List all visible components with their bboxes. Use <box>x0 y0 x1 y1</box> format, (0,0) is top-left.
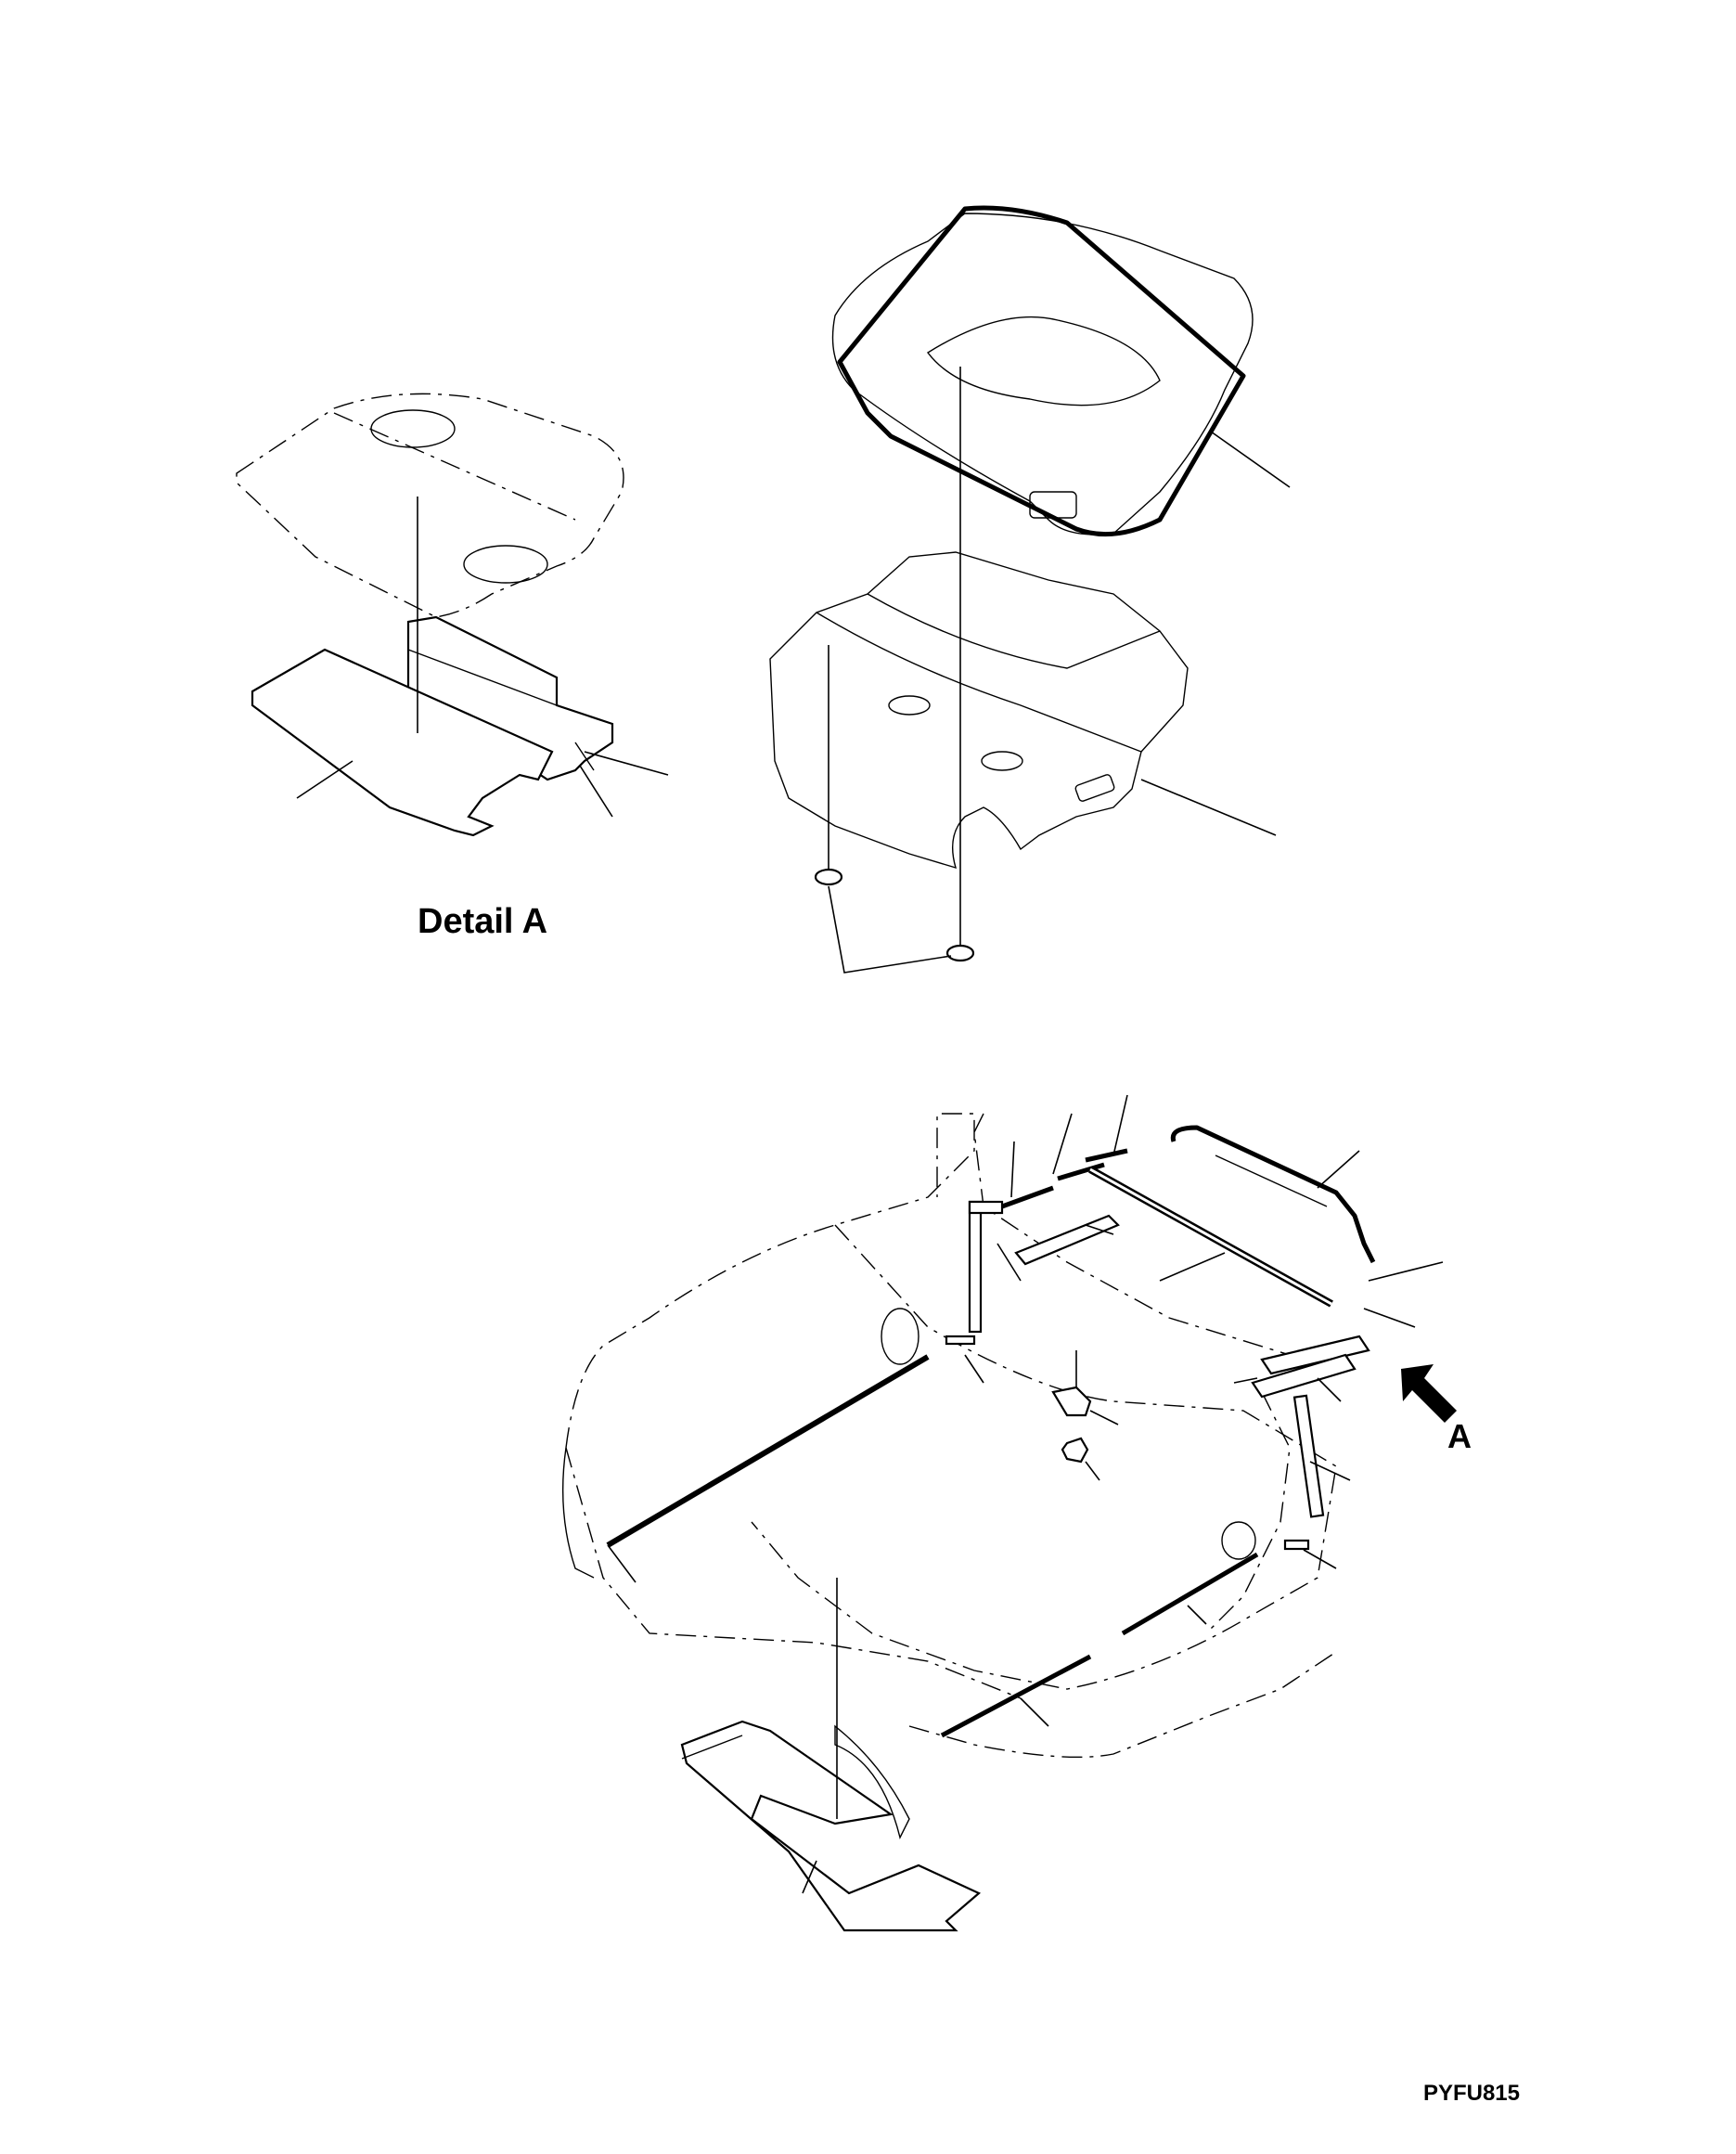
detail-a-title: Detail A <box>418 902 547 941</box>
trunk-latch-pocket <box>1029 491 1077 519</box>
trunk-floor-recess <box>926 316 1161 406</box>
body-frame-speaker-hole <box>881 1308 919 1365</box>
leader-lower-right-strip <box>1187 1605 1207 1625</box>
leader-long-rear-rail <box>1159 1252 1226 1282</box>
lower-right-strip <box>1121 1552 1259 1636</box>
body-frame-rear-rail <box>973 1113 1291 1356</box>
lower-floor-mat-edge <box>681 1735 743 1760</box>
detail-a-floor-hole-lower <box>463 545 548 584</box>
leader-top-strip-3 <box>1112 1094 1128 1156</box>
top-strip-2 <box>1057 1162 1105 1181</box>
top-strip-3 <box>1085 1148 1128 1163</box>
rear-panel-bolt-hole-left <box>888 695 931 716</box>
leader-right-pad <box>1317 1377 1342 1402</box>
detail-a-group: Detail A <box>236 393 669 941</box>
detail-a-floor-hole-upper <box>370 409 456 448</box>
grommet-left <box>814 868 843 886</box>
mid-short-bar <box>1014 1214 1120 1266</box>
upper-assembly-group <box>769 205 1291 974</box>
right-top-pad <box>1260 1335 1370 1375</box>
leader-lower-front-strip <box>1020 1697 1049 1727</box>
long-diagonal-strip <box>606 1354 930 1548</box>
rear-panel-ridge <box>816 612 1142 753</box>
detail-a-leader-mat <box>296 760 354 799</box>
leader-right-upper-pad <box>1233 1377 1258 1384</box>
vertical-post-left-top <box>968 1200 1004 1215</box>
center-clip <box>1051 1386 1092 1417</box>
rear-panel-ridge-2 <box>867 593 1161 669</box>
leader-top-strip-2 <box>1052 1113 1073 1175</box>
leader-post-right-foot <box>1303 1549 1337 1569</box>
detail-a-floor-rib <box>333 412 576 521</box>
figure-code: PYFU815 <box>1423 2081 1520 2106</box>
detail-a-step-edge-2 <box>574 742 595 771</box>
detail-a-leader-insulator-1 <box>584 751 669 776</box>
long-rear-rail-inner <box>1089 1167 1332 1306</box>
leader-weatherstrip <box>1210 431 1291 488</box>
rear-panel-bolt-hole-center <box>981 751 1023 771</box>
lower-front-strip <box>940 1654 1092 1738</box>
leader-post-left-foot <box>964 1354 984 1384</box>
right-upper-pad <box>1251 1353 1357 1399</box>
view-direction-letter: A <box>1447 1417 1472 1455</box>
leader-lower-mat <box>802 1860 817 1894</box>
rear-panel-tab <box>1074 774 1115 802</box>
detail-a-step-edge <box>407 649 558 706</box>
post-left-foot <box>945 1335 976 1346</box>
detail-a-leader-insulator-2 <box>579 765 613 818</box>
body-frame-left-wheelarch <box>561 1447 595 1579</box>
leader-u-trunk-seal-end <box>1368 1261 1444 1282</box>
detail-a-floor-outline <box>236 393 624 618</box>
body-frame-outline <box>565 1113 975 1449</box>
view-direction-arrow <box>1401 1364 1457 1423</box>
leader-u-trunk-seal <box>1317 1150 1360 1189</box>
vertical-post-right <box>1292 1394 1325 1518</box>
top-strip-1 <box>1001 1185 1054 1209</box>
body-frame-left-rail <box>565 1447 1022 1699</box>
leader-rear-rail-end <box>1363 1308 1416 1328</box>
body-frame-lower-edge <box>908 1651 1337 1759</box>
body-frame-right-pillar <box>1205 1391 1291 1634</box>
rear-panel-body <box>769 551 1189 870</box>
grommet-right <box>945 944 975 962</box>
trunk-floor-shell <box>831 213 1254 535</box>
leader-top-strip-1 <box>1010 1141 1015 1198</box>
u-trunk-seal-strip <box>1215 1154 1328 1207</box>
detail-a-floor-mat <box>251 648 554 837</box>
lower-assembly-group: A <box>561 1094 1472 1932</box>
post-right-foot <box>1283 1539 1310 1551</box>
body-frame-left-pillar <box>834 1724 910 1840</box>
body-frame-strut-hole <box>1221 1521 1256 1560</box>
lower-floor-mat <box>680 1720 982 1932</box>
leader-long-strip <box>607 1544 637 1583</box>
leader-center-bolt <box>1085 1461 1100 1481</box>
leader-grommet-pair <box>828 885 952 974</box>
leader-center-clip <box>1089 1410 1119 1425</box>
leader-rear-panel <box>1140 779 1277 836</box>
leader-post-right <box>1309 1461 1351 1481</box>
vertical-post-left <box>968 1200 983 1334</box>
body-frame-center-tunnel <box>751 1224 1337 1690</box>
leader-mid-short-bar <box>1085 1224 1114 1235</box>
leader-post-left <box>997 1243 1022 1282</box>
u-trunk-seal <box>1170 1125 1376 1264</box>
trunk-opening-weatherstrip <box>837 205 1246 537</box>
center-bolt <box>1061 1437 1089 1464</box>
